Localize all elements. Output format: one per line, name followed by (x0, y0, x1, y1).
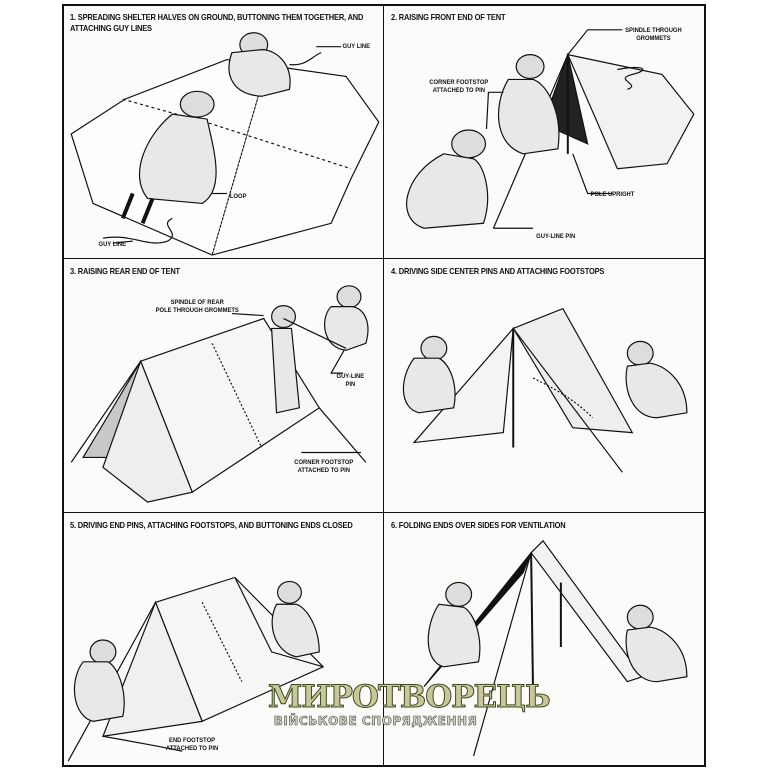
panel-3-raising-rear-end: 3. RAISING REAR END OF TENT SPINDLE OF R… (62, 258, 384, 513)
watermark-logo: МИРОТВОРЕЦЬ ВІЙСЬКОВЕ СПОРЯДЖЕННЯ (268, 679, 552, 729)
label-loop: LOOP (229, 193, 247, 200)
label-guy-line-top: GUY LINE (342, 43, 371, 50)
panel-6-title: 6. FOLDING ENDS OVER SIDES FOR VENTILATI… (391, 520, 566, 530)
illustration-raise-rear (70, 285, 369, 503)
panel-1-spreading-shelter-halves: 1. SPREADING SHELTER HALVES ON GROUND, B… (62, 4, 384, 259)
label-corner-footstop: CORNER FOOTSTOP ATTACHED TO PIN (429, 79, 489, 94)
illustration-folding-ends (423, 539, 688, 757)
illustration-spread-shelter (70, 32, 380, 256)
watermark-tagline: ВІЙСЬКОВЕ СПОРЯДЖЕННЯ (273, 714, 478, 729)
label-pole-upright: POLE UPRIGHT (590, 191, 635, 198)
label-guy-line-pin: GUY-LINE PIN (536, 233, 576, 240)
panel-1-title: 1. SPREADING SHELTER HALVES ON GROUND, B… (70, 12, 364, 33)
panel-6-folding-ends: 6. FOLDING ENDS OVER SIDES FOR VENTILATI… (383, 512, 706, 767)
label-corner-footstop: CORNER FOOTSTOP ATTACHED TO PIN (294, 459, 354, 474)
watermark-name: МИРОТВОРЕЦЬ (268, 679, 552, 715)
label-spindle-rear-pole: SPINDLE OF REAR POLE THROUGH GROMMETS (155, 299, 239, 314)
illustration-end-pins (67, 576, 325, 762)
panel-2-raising-front-end: 2. RAISING FRONT END OF TENT SPINDLE THR… (383, 4, 706, 259)
label-guy-line-bottom: GUY LINE (98, 241, 127, 248)
panel-4-driving-side-pins: 4. DRIVING SIDE CENTER PINS AND ATTACHIN… (383, 258, 706, 513)
illustration-side-pins (402, 307, 688, 473)
panel-5-title: 5. DRIVING END PINS, ATTACHING FOOTSTOPS… (70, 520, 353, 530)
label-spindle-through-grommets: SPINDLE THROUGH GROMMETS (625, 27, 682, 42)
panel-2-title: 2. RAISING FRONT END OF TENT (391, 12, 506, 22)
panel-5-driving-end-pins: 5. DRIVING END PINS, ATTACHING FOOTSTOPS… (62, 512, 384, 767)
label-end-footstop: END FOOTSTOP ATTACHED TO PIN (165, 737, 219, 752)
panel-3-title: 3. RAISING REAR END OF TENT (70, 266, 180, 276)
illustration-raise-front (406, 29, 695, 229)
panel-4-title: 4. DRIVING SIDE CENTER PINS AND ATTACHIN… (391, 266, 605, 276)
label-guy-line-pin: GUY-LINE PIN (336, 373, 365, 388)
